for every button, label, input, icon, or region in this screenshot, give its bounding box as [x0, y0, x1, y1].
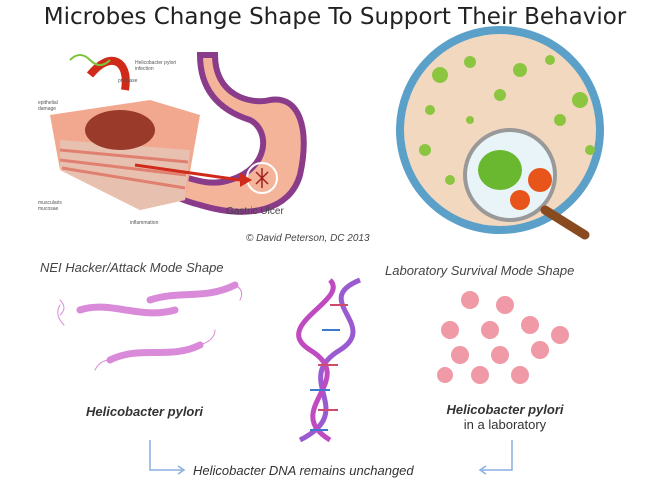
helical-bacteria-illustration [57, 281, 243, 371]
label-epithelial: epithelial damage [38, 100, 58, 112]
label-gastric-ulcer: Gastric Ulcer [226, 206, 284, 217]
label-inflammation: inflammation [130, 220, 159, 226]
left-heading: NEI Hacker/Attack Mode Shape [40, 260, 224, 275]
tissue-block-illustration [50, 54, 252, 210]
label-protease: protease [118, 78, 138, 84]
bottom-caption: Helicobacter DNA remains unchanged [193, 463, 414, 478]
coccoid-bacteria-illustration [437, 291, 569, 384]
right-caption: Helicobacter pylori in a laboratory [420, 402, 590, 432]
right-caption-line1: Helicobacter pylori [446, 402, 564, 417]
left-caption: Helicobacter pylori [86, 404, 204, 419]
convergence-arrows [149, 440, 513, 475]
copyright: © David Peterson, DC 2013 [246, 233, 370, 244]
right-heading: Laboratory Survival Mode Shape [385, 263, 575, 278]
label-infection: Helicobacter pylori infection [135, 60, 177, 72]
right-caption-line2: in a laboratory [463, 417, 547, 432]
label-muscularis: muscularis mucosae [38, 200, 62, 212]
page-title: Microbes Change Shape To Support Their B… [43, 4, 627, 30]
dna-helix-illustration [296, 277, 361, 443]
magnifier-illustration [396, 26, 604, 240]
